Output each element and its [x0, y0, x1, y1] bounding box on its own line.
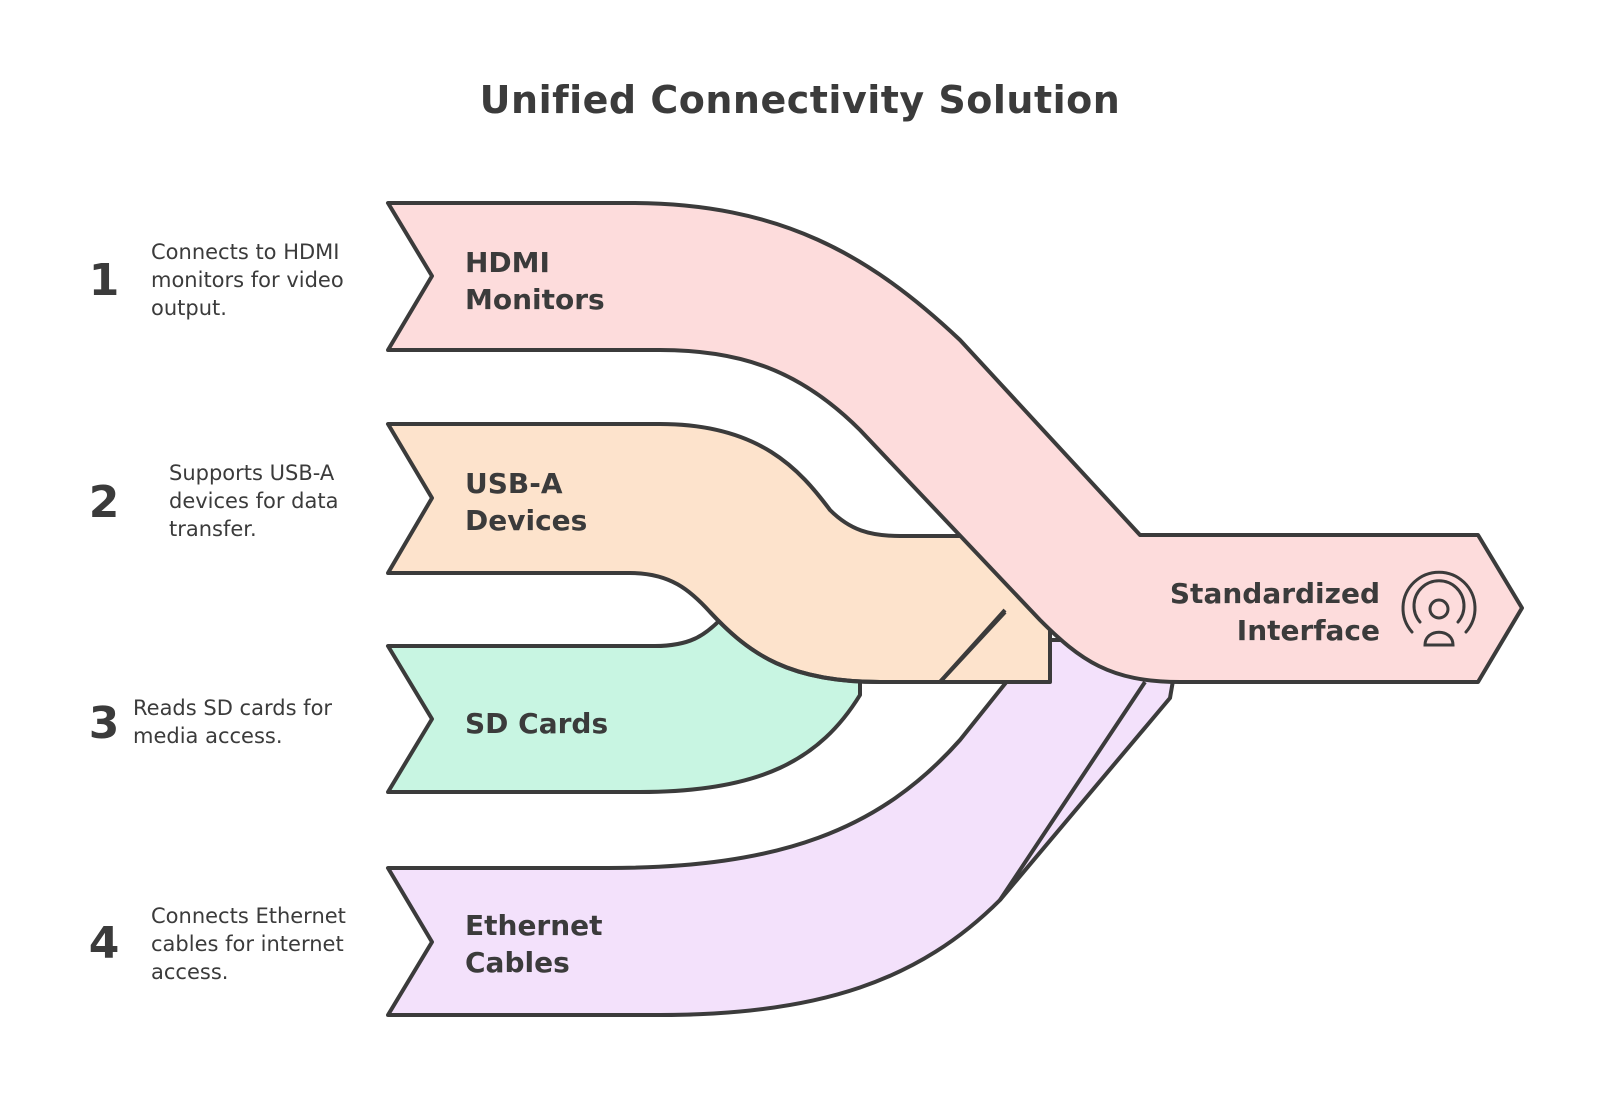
ethernet-cables-label: Ethernet Cables: [465, 907, 665, 981]
label-line: Ethernet: [465, 909, 603, 942]
step-description-4: Connects Ethernet cables for internet ac…: [151, 904, 346, 984]
diagram-title: Unified Connectivity Solution: [479, 78, 1121, 122]
label-line: USB-A: [465, 467, 563, 500]
step-number-2: 2: [88, 477, 120, 528]
hdmi-monitors-band: [386, 201, 1524, 684]
step-description-3: Reads SD cards for media access.: [133, 696, 333, 748]
step-description-2: Supports USB-A devices for data transfer…: [169, 461, 339, 541]
ethernet-band: [386, 638, 1182, 1017]
ethernet-band-edge: [938, 610, 1147, 902]
label-line: Devices: [465, 504, 588, 537]
sd-cards-band: [386, 618, 862, 794]
sd-cards-label: SD Cards: [465, 705, 665, 742]
label-line: Standardized: [1169, 577, 1380, 610]
label-line: Cables: [465, 946, 570, 979]
hdmi-monitors-label: HDMI Monitors: [465, 244, 665, 318]
step-number-4: 4: [88, 918, 120, 969]
step-description-1: Connects to HDMI monitors for video outp…: [151, 240, 344, 320]
standardized-interface-label: Standardized Interface: [1120, 575, 1380, 649]
broadcast-person-icon: [1401, 570, 1477, 647]
label-line: HDMI: [465, 246, 550, 279]
label-line: SD Cards: [465, 707, 609, 740]
usb-a-band-edge: [708, 608, 1007, 684]
label-line: Monitors: [465, 283, 605, 316]
usb-a-devices-label: USB-A Devices: [465, 465, 665, 539]
step-number-3: 3: [88, 698, 120, 749]
label-line: Interface: [1236, 614, 1380, 647]
step-number-1: 1: [88, 255, 120, 306]
